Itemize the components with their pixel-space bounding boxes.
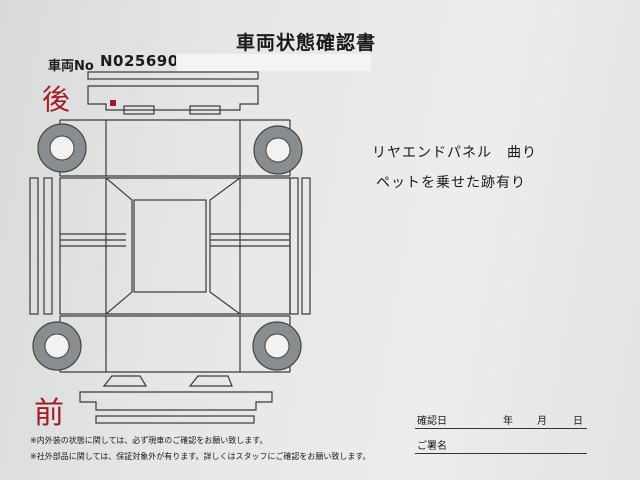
tires	[32, 123, 303, 371]
headlight-left	[102, 375, 148, 387]
rear-light-right	[189, 105, 221, 115]
right-side-sill	[289, 177, 299, 315]
vehicle-number-label: 車両No	[48, 59, 94, 74]
right-side-panel	[301, 177, 311, 315]
left-side-sill	[43, 177, 53, 315]
document-title: 車両状態確認書	[236, 32, 377, 54]
note-pet-traces: ペットを乗せた跡有り	[376, 175, 526, 191]
redacted-field	[176, 53, 372, 72]
rear-bumper-bar	[87, 71, 259, 80]
date-day-label: 日	[573, 416, 583, 427]
note-rear-panel: リヤエンドパネル 曲り	[372, 145, 537, 161]
date-month-label: 月	[537, 416, 547, 427]
front-bumper-bar	[95, 415, 255, 424]
headlight-right	[188, 375, 233, 387]
roof-outline	[104, 177, 242, 315]
footnote-interior-exterior: ※内外装の状態に関しては、必ず現車のご確認をお願い致します。	[30, 436, 268, 445]
signature-label: ご署名	[417, 441, 447, 452]
rear-bumper	[87, 85, 259, 111]
confirm-date-label: 確認日	[417, 416, 447, 427]
vehicle-number-value: N0256909	[100, 52, 190, 70]
signature-row: ご署名	[415, 437, 587, 454]
rear-direction-label: 後	[42, 83, 71, 116]
roof	[133, 199, 207, 293]
date-year-label: 年	[503, 416, 513, 427]
left-side-panel	[29, 177, 39, 315]
footnote-aftermarket-parts: ※社外部品に関しては、保証対象外が有ります。詳しくはスタッフにご確認をお願い致し…	[30, 452, 371, 461]
front-bumper	[79, 391, 273, 411]
damage-marker	[110, 100, 116, 106]
front-direction-label: 前	[34, 396, 64, 431]
confirm-date-row: 確認日 年 月 日	[415, 412, 587, 429]
rear-body	[59, 119, 291, 176]
rear-light-left	[123, 105, 155, 115]
